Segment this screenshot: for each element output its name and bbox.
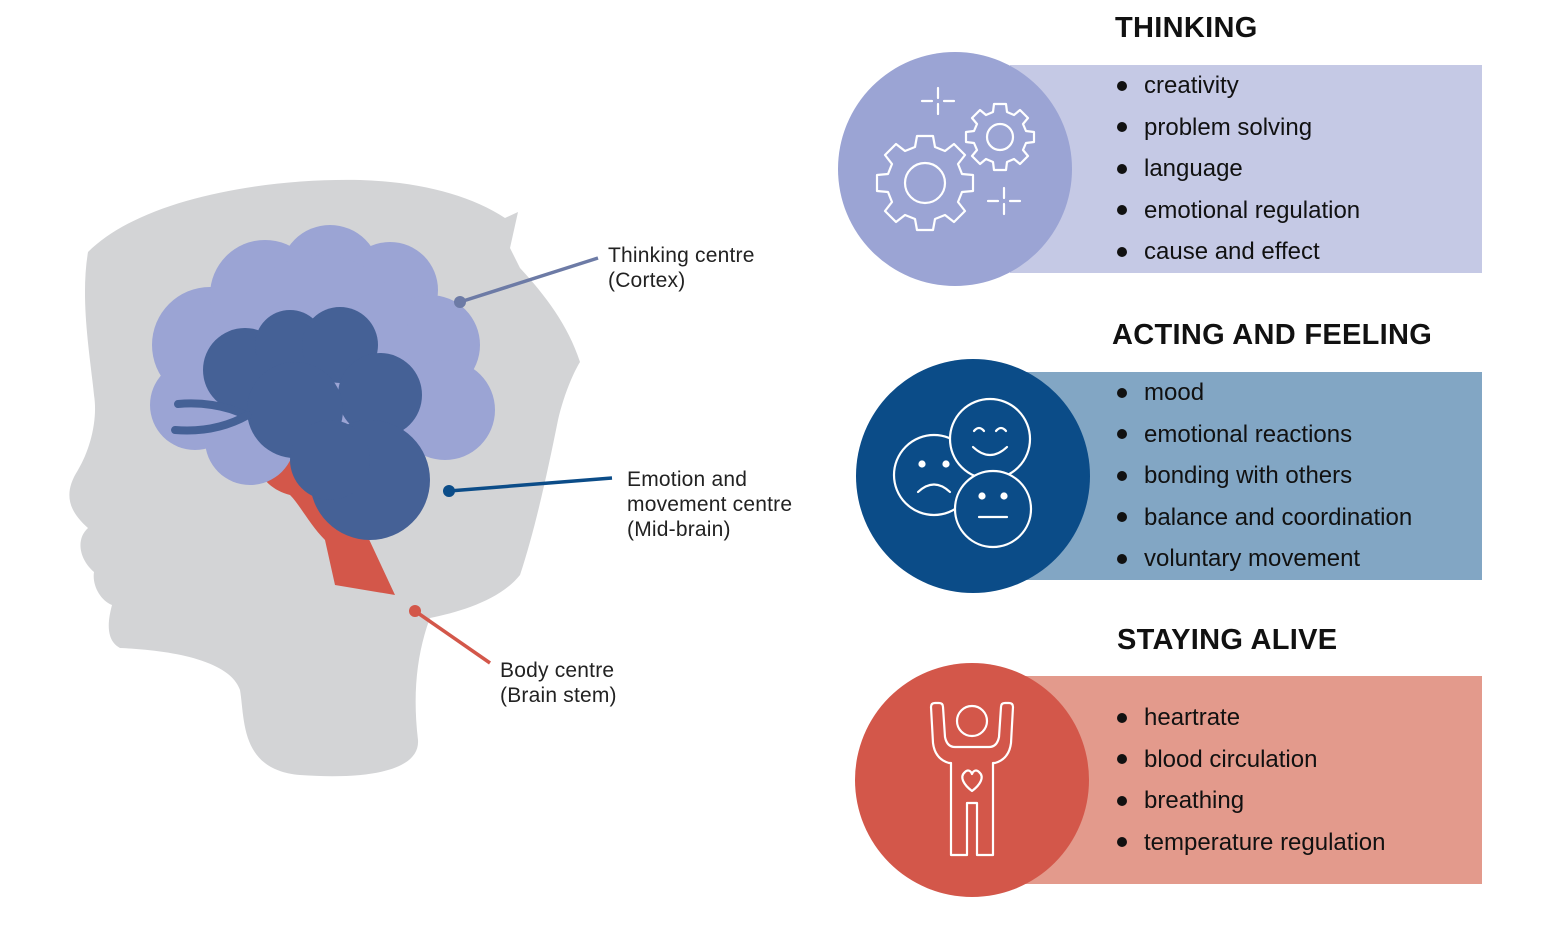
list-item: problem solving	[1115, 107, 1360, 149]
list-item: breathing	[1115, 780, 1385, 822]
leader-thinking-dot	[454, 296, 466, 308]
leader-emotion	[448, 476, 613, 493]
callout-line: Thinking centre	[608, 244, 755, 267]
callout-line: (Cortex)	[608, 269, 686, 292]
section-title-acting-feeling: ACTING AND FEELING	[1112, 319, 1433, 351]
list-item: emotional reactions	[1115, 414, 1412, 456]
list-item: voluntary movement	[1115, 538, 1412, 580]
gears-icon	[875, 86, 1036, 232]
mid-brain	[171, 307, 430, 540]
circle-thinking	[838, 52, 1072, 286]
circle-acting-feeling	[856, 359, 1090, 593]
list-acting-feeling: mood emotional reactions bonding with ot…	[1115, 372, 1412, 580]
list-item: emotional regulation	[1115, 190, 1360, 232]
list-staying-alive: heartrate blood circulation breathing te…	[1115, 697, 1385, 863]
leader-emotion-dot	[443, 485, 455, 497]
person-heart-icon	[929, 701, 1015, 857]
list-item: balance and coordination	[1115, 497, 1412, 539]
callout-body-centre: Body centre (Brain stem)	[500, 658, 617, 708]
list-item: cause and effect	[1115, 231, 1360, 273]
list-thinking: creativity problem solving language emot…	[1115, 65, 1360, 273]
callout-line: Body centre	[500, 659, 615, 682]
list-item: creativity	[1115, 65, 1360, 107]
faces-icon	[892, 397, 1033, 549]
callout-line: Emotion and	[627, 468, 748, 491]
list-item: mood	[1115, 372, 1412, 414]
band-thinking	[1010, 65, 1482, 273]
leader-thinking	[459, 256, 599, 304]
list-item: bonding with others	[1115, 455, 1412, 497]
list-item: heartrate	[1115, 697, 1385, 739]
list-item: blood circulation	[1115, 739, 1385, 781]
leader-body	[414, 609, 491, 665]
callout-thinking-centre: Thinking centre (Cortex)	[608, 243, 755, 293]
callout-line: (Mid-brain)	[627, 518, 731, 541]
section-title-staying-alive: STAYING ALIVE	[1117, 624, 1338, 656]
callout-emotion-centre: Emotion and movement centre (Mid-brain)	[627, 467, 792, 542]
brain-diagram	[69, 179, 613, 777]
leader-body-dot	[409, 605, 421, 617]
callout-line: (Brain stem)	[500, 684, 617, 707]
list-item: language	[1115, 148, 1360, 190]
list-item: temperature regulation	[1115, 822, 1385, 864]
callout-line: movement centre	[627, 493, 793, 516]
neutral-face-icon	[953, 469, 1033, 549]
circle-staying-alive	[855, 663, 1089, 897]
happy-face-icon	[948, 397, 1032, 481]
section-title-thinking: THINKING	[1115, 12, 1258, 44]
